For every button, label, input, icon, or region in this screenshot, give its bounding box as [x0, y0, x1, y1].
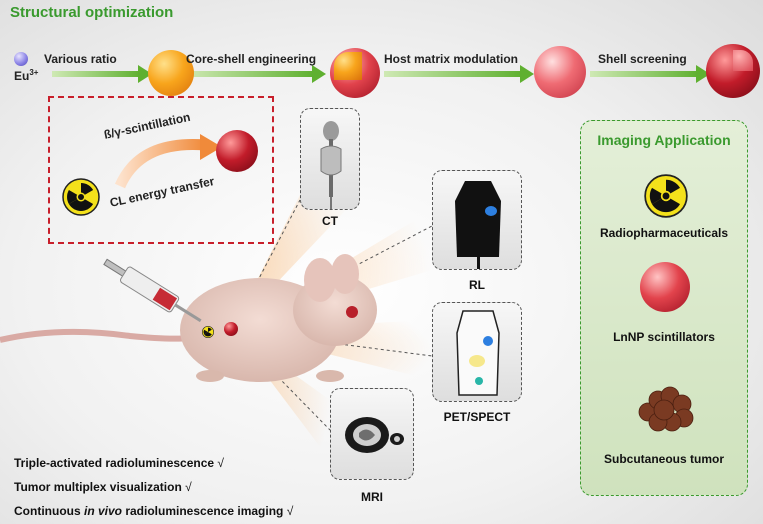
step-label-shell-screening: Shell screening	[598, 52, 687, 66]
mouse-ear	[304, 258, 336, 302]
core-cutaway	[334, 52, 362, 80]
feature-item-3: Continuous in vivo radioluminescence ima…	[14, 504, 294, 518]
subcutaneous-tumor-label: Subcutaneous tumor	[603, 452, 724, 466]
injected-nanoparticle	[224, 322, 238, 336]
feature-item-1: Triple-activated radioluminescence √	[14, 456, 225, 470]
workflow-arrow-2	[186, 65, 326, 83]
imaging-application-title: Imaging Application	[597, 132, 731, 148]
radiopharmaceutical-icon	[644, 174, 688, 218]
tumor-icon	[638, 386, 694, 432]
step-label-various-ratio: Various ratio	[44, 52, 117, 66]
eu-label: Eu3+	[14, 68, 39, 83]
eu-ion-sphere	[14, 52, 28, 66]
pet-spect-label: PET/SPECT	[443, 410, 511, 424]
feature-item-2: Tumor multiplex visualization √	[14, 480, 192, 494]
final-shell-sphere	[706, 44, 760, 98]
shell-cutaway	[733, 50, 753, 71]
ct-skeleton-image	[320, 121, 342, 209]
mouse-foot-2	[316, 370, 344, 382]
mri-panel	[330, 388, 414, 480]
lnnp-scintillator-sphere	[640, 262, 690, 312]
workflow-arrow-1	[52, 65, 152, 83]
mouse-eye	[346, 306, 358, 318]
mouse-ear-2	[331, 254, 359, 294]
syringe-illustration	[103, 258, 202, 323]
mechanism-box	[48, 96, 274, 244]
workflow-arrow-4	[590, 65, 710, 83]
ct-label: CT	[322, 214, 338, 228]
pet-spect-image	[456, 310, 500, 396]
rl-panel	[432, 170, 522, 270]
core-sphere	[148, 50, 194, 96]
rl-mouse-image	[455, 181, 501, 269]
radiopharmaceuticals-label: Radiopharmaceuticals	[599, 226, 729, 240]
step-label-host-matrix: Host matrix modulation	[384, 52, 519, 66]
rl-label: RL	[469, 278, 485, 292]
energy-transfer-curve	[114, 139, 206, 189]
workflow-arrow-3	[384, 65, 534, 83]
scintillator-sphere	[216, 130, 258, 172]
ct-panel	[300, 108, 360, 210]
host-matrix-sphere	[534, 46, 586, 98]
figure-title: Structural optimization	[10, 4, 174, 21]
mouse-tail	[0, 328, 191, 343]
step-label-core-shell: Core-shell engineering	[186, 52, 317, 66]
mri-label: MRI	[361, 490, 383, 504]
energy-transfer-arrowhead	[200, 134, 222, 160]
lnnp-scintillators-label: LnNP scintillators	[613, 330, 715, 344]
injected-radiation-icon	[202, 326, 214, 338]
mouse-illustration	[0, 254, 377, 382]
mri-scan-image	[345, 417, 404, 453]
radiation-icon	[62, 178, 100, 216]
pet-spect-panel	[432, 302, 522, 402]
mouse-foot	[196, 370, 224, 382]
core-shell-sphere	[330, 48, 380, 98]
